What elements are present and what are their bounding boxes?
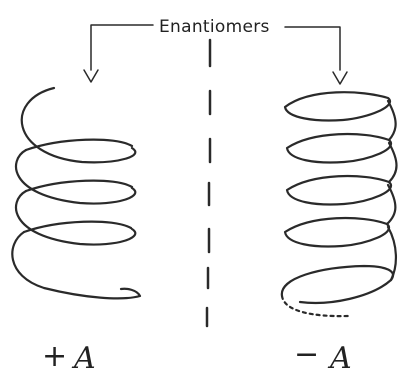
left-sign: + bbox=[42, 339, 67, 372]
left-label: + A bbox=[42, 339, 96, 372]
right-helix bbox=[280, 91, 398, 318]
header-bracket bbox=[83, 24, 348, 85]
mirror-plane bbox=[205, 38, 212, 328]
left-helix bbox=[11, 86, 142, 300]
right-letter: A bbox=[327, 341, 352, 372]
left-arrow-icon bbox=[83, 69, 99, 83]
right-arrow-icon bbox=[332, 71, 348, 85]
right-sign: − bbox=[294, 337, 319, 372]
header-label: Enantiomers bbox=[159, 17, 270, 37]
left-letter: A bbox=[71, 341, 96, 372]
right-label: − A bbox=[294, 337, 352, 372]
